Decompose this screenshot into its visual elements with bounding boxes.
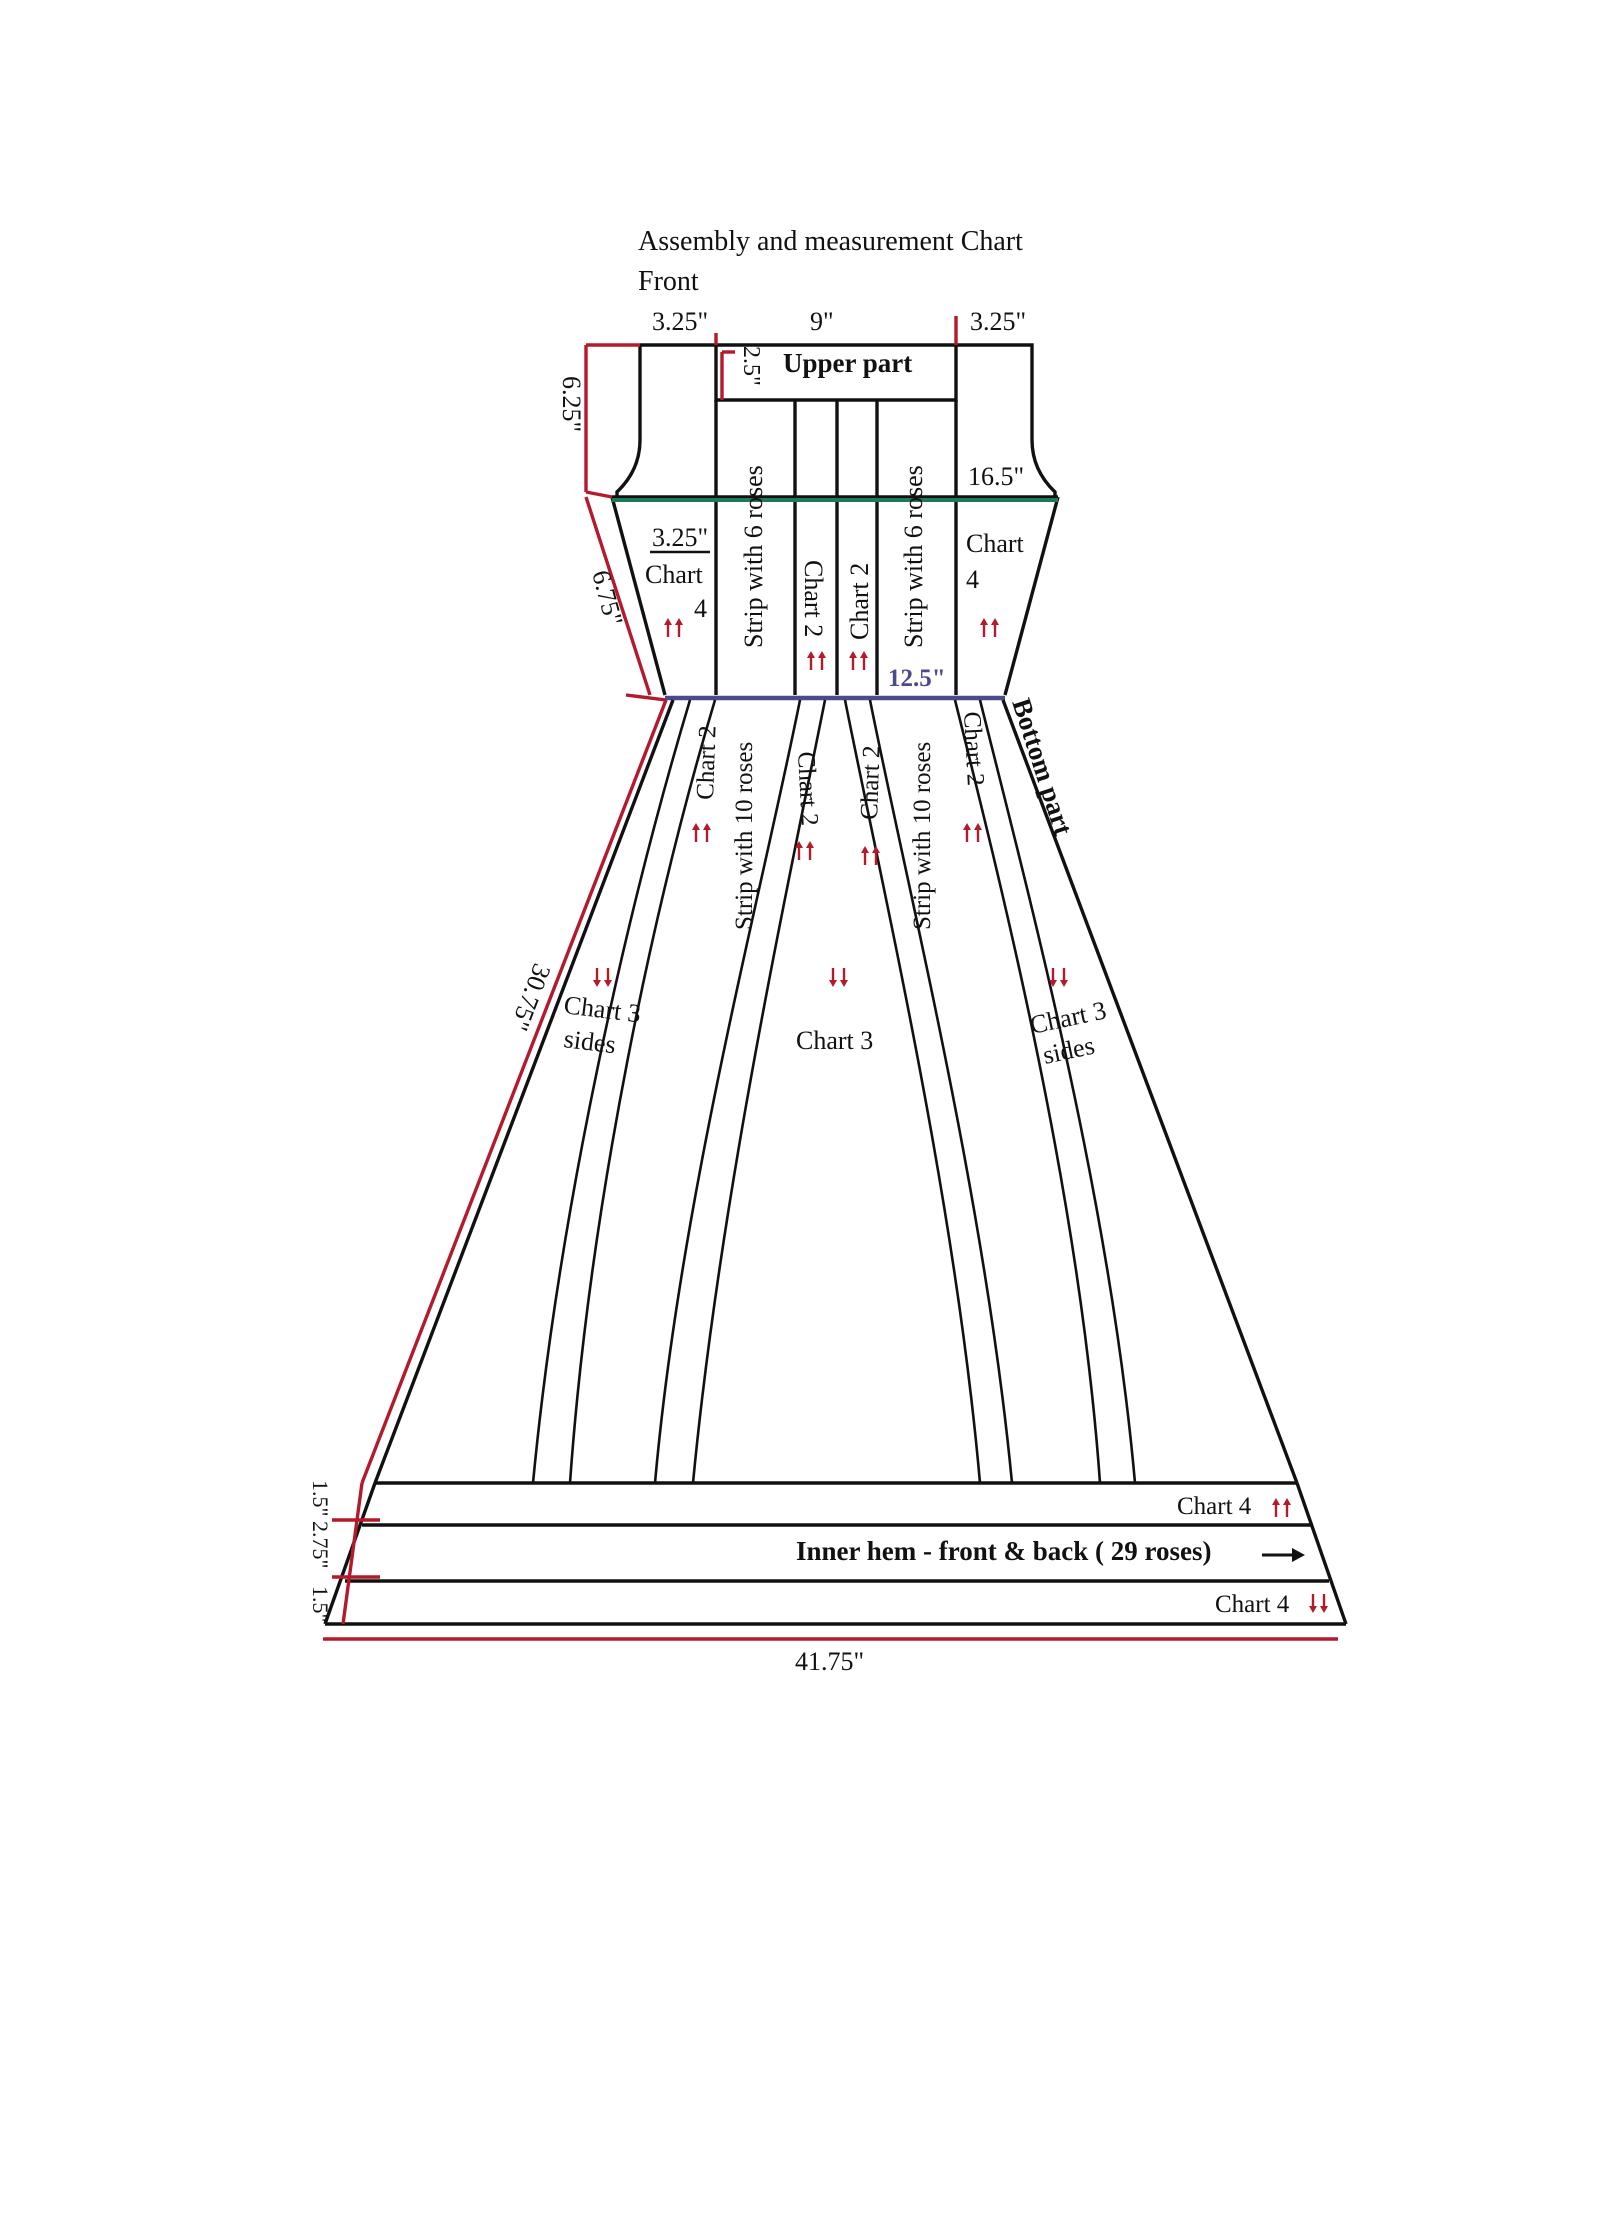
label-chart2-upper-right: Chart 2 — [845, 563, 874, 640]
arrow-up-icon — [690, 821, 713, 844]
label-strip-6-right: Strip with 6 roses — [899, 465, 928, 648]
arrow-down-icon — [1307, 1592, 1330, 1615]
label-bust: 16.5" — [968, 462, 1024, 491]
label-chart4-left: Chart — [645, 560, 704, 589]
label-shoulder-left: 3.25" — [652, 307, 708, 336]
label-inner-hem: Inner hem - front & back ( 29 roses) — [796, 1536, 1211, 1566]
arrow-up-icon — [978, 616, 1001, 639]
arrow-up-icon — [805, 649, 828, 672]
arrow-up-icon — [961, 821, 984, 844]
label-chart4-left-num: 4 — [694, 594, 707, 623]
label-chart3-sides-left: Chart 3 — [562, 990, 642, 1028]
label-chart4-right: Chart — [966, 529, 1025, 558]
label-bottom-part: Bottom part — [1006, 695, 1078, 839]
label-shoulder-right: 3.25" — [970, 307, 1026, 336]
label-hem-band-2: 2.75" — [308, 1521, 333, 1568]
label-chart2-bottom-1: Chart 2 — [692, 725, 722, 800]
diagram-subtitle: Front — [638, 266, 699, 297]
label-chart2-bottom-3: Chart 2 — [856, 745, 886, 820]
label-strip-10-left: Strip with 10 roses — [731, 742, 758, 930]
arrow-up-icon — [1270, 1496, 1293, 1519]
label-chart3-sides-right: Chart 3 — [1027, 995, 1109, 1039]
label-side-panel: 3.25" — [652, 523, 708, 552]
arrow-down-icon — [1047, 966, 1070, 989]
label-chart2-bottom-4: Chart 2 — [958, 711, 989, 787]
label-upper-part: Upper part — [783, 348, 912, 378]
arrow-up-icon — [793, 839, 816, 862]
label-strip-10-right: Strip with 10 roses — [909, 742, 936, 930]
label-chart3-center: Chart 3 — [796, 1026, 873, 1055]
arrow-up-icon — [662, 616, 685, 639]
measurement-lines — [323, 316, 1338, 1641]
label-neck-depth: 2.5" — [738, 346, 764, 386]
arrow-down-icon — [827, 966, 850, 989]
inner-hem-arrow-icon — [1262, 1548, 1305, 1562]
label-chart4-hem-bottom: Chart 4 — [1215, 1591, 1290, 1618]
label-neck-width: 9" — [810, 307, 834, 336]
label-hem-width: 41.75" — [795, 1647, 864, 1676]
label-hem-band-3: 1.5" — [308, 1586, 333, 1622]
label-chart4-right-num: 4 — [966, 565, 979, 594]
arrow-down-icon — [591, 966, 614, 989]
label-strip-6-left: Strip with 6 roses — [739, 465, 768, 648]
label-chart2-upper-left: Chart 2 — [799, 560, 828, 637]
label-waist: 12.5" — [888, 665, 946, 692]
label-hem-band-1: 1.5" — [308, 1480, 333, 1516]
upper-part-outline — [610, 343, 1060, 696]
label-chart4-hem-top: Chart 4 — [1177, 1493, 1252, 1520]
label-upper-height: 6.25" — [557, 376, 586, 432]
label-chart3-sides-left-b: sides — [562, 1024, 617, 1059]
arrow-up-icon — [847, 649, 870, 672]
label-waist-band-height: 6.75" — [586, 567, 629, 629]
skirt-outline — [323, 699, 1348, 1626]
label-chart2-bottom-2: Chart 2 — [792, 751, 823, 827]
arrow-up-icon — [859, 844, 882, 867]
diagram-title: Assembly and measurement Chart — [638, 226, 1023, 257]
